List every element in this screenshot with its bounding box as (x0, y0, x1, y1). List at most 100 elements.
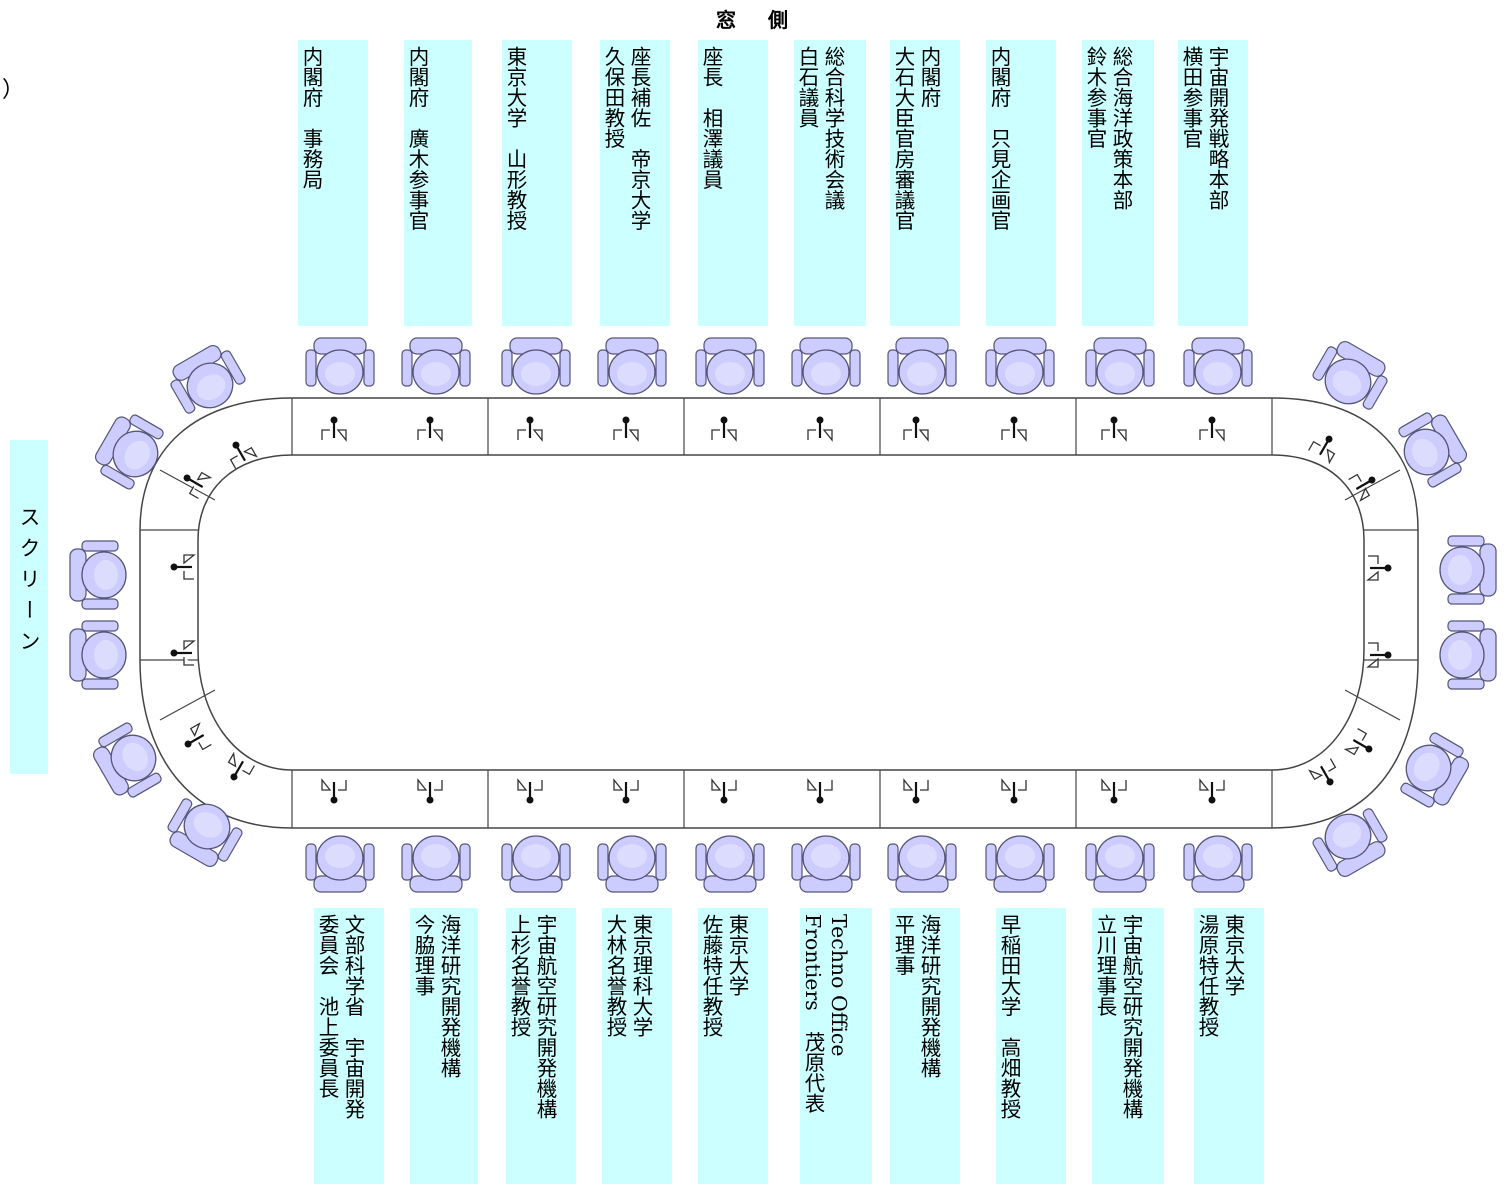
top-panel-text: 座長 相澤議員 (698, 40, 724, 190)
chair-icon (1085, 337, 1155, 395)
bottom-panel-text: 海洋研究開発機構 平理事 (890, 908, 942, 1078)
top-panel-4: 座長補佐 帝京大学 久保田教授 (600, 40, 670, 326)
bottom-panel-9: 宇宙航空研究開発機構 立川理事長 (1092, 908, 1164, 1184)
bottom-panel-text: Techno Office Frontiers 茂原代表 (800, 908, 852, 1113)
top-panel-text: 内閣府 廣木参事官 (404, 40, 430, 231)
bottom-panel-text: 海洋研究開発機構 今脇理事 (410, 908, 462, 1078)
bottom-seat-label-line: 今脇理事 (411, 914, 435, 996)
microphone-icon (517, 778, 543, 804)
top-seat-label-line: 大石大臣官房審議官 (891, 46, 915, 231)
bottom-seat-label-line: 海洋研究開発機構 (917, 914, 941, 1078)
chair-icon (887, 835, 957, 893)
chair-icon (985, 337, 1055, 395)
microphone-icon (417, 778, 443, 804)
chair-icon (695, 337, 765, 395)
top-seat-label-line: 座長 相澤議員 (699, 46, 723, 190)
bottom-panel-text: 文部科学省 宇宙開発 委員会 池上委員長 (314, 908, 366, 1119)
window-side-label: 窓 側 (716, 8, 794, 32)
bottom-seat-label-line: 宇宙航空研究開発機構 (533, 914, 557, 1119)
bottom-panel-6: Techno Office Frontiers 茂原代表 (800, 908, 872, 1184)
chair-icon (69, 620, 127, 690)
microphone-icon (807, 778, 833, 804)
microphone-icon (1308, 758, 1337, 786)
top-panel-text: 宇宙開発戦略本部 横田参事官 (1178, 40, 1230, 210)
top-panel-3: 東京大学 山形教授 (502, 40, 572, 326)
desk-divider (1344, 689, 1401, 721)
chair-icon (1439, 620, 1497, 690)
chair-icon (1312, 340, 1388, 410)
bottom-seat-label-line: 湯原特任教授 (1195, 914, 1219, 1037)
top-panel-7: 内閣府 大石大臣官房審議官 (890, 40, 960, 326)
microphone-icon (807, 416, 833, 442)
chair-icon (501, 337, 571, 395)
chair-icon (401, 835, 471, 893)
top-seat-label-line: 総合海洋政策本部 (1109, 46, 1133, 210)
chair-icon (69, 540, 127, 610)
top-panel-5: 座長 相澤議員 (698, 40, 768, 326)
bottom-panel-2: 海洋研究開発機構 今脇理事 (410, 908, 478, 1184)
microphone-icon (1366, 642, 1392, 668)
desk-divider (1344, 469, 1401, 501)
bottom-seat-label-line: 委員会 池上委員長 (315, 914, 339, 1099)
microphone-icon (227, 751, 255, 781)
chair-icon (1183, 835, 1253, 893)
microphone-icon (1343, 728, 1373, 756)
microphone-icon (1101, 778, 1127, 804)
top-seat-label-line: 横田参事官 (1179, 46, 1203, 149)
top-panel-text: 内閣府 大石大臣官房審議官 (890, 40, 942, 231)
chair-icon (1085, 835, 1155, 893)
bottom-panel-10: 東京大学 湯原特任教授 (1194, 908, 1264, 1184)
microphone-icon (1348, 473, 1376, 502)
bottom-panel-5: 東京大学 佐藤特任教授 (698, 908, 768, 1184)
microphone-icon (417, 416, 443, 442)
chair-icon (170, 344, 246, 414)
chair-icon (401, 337, 471, 395)
top-panel-1: 内閣府 事務局 (298, 40, 368, 326)
desk-divider (159, 689, 216, 721)
top-seat-label-line: 久保田教授 (601, 46, 625, 149)
top-panel-9: 総合海洋政策本部 鈴木参事官 (1082, 40, 1154, 326)
top-panel-text: 総合海洋政策本部 鈴木参事官 (1082, 40, 1134, 210)
microphone-icon (1199, 778, 1225, 804)
bottom-seat-label-line: 文部科学省 宇宙開発 (341, 914, 365, 1119)
top-panel-10: 宇宙開発戦略本部 横田参事官 (1178, 40, 1248, 326)
top-panel-8: 内閣府 只見企画官 (986, 40, 1056, 326)
microphone-icon (1366, 555, 1392, 581)
top-seat-label-line: 内閣府 (917, 46, 941, 108)
chair-icon (1312, 808, 1388, 878)
top-seat-label-line: 鈴木参事官 (1083, 46, 1107, 149)
chair-icon (501, 835, 571, 893)
screen-label-panel: スクリーン (10, 440, 48, 774)
top-seat-label-line: 内閣府 只見企画官 (987, 46, 1011, 231)
chair-icon (791, 337, 861, 395)
bottom-panel-text: 東京大学 佐藤特任教授 (698, 908, 750, 1037)
bottom-panel-text: 宇宙航空研究開発機構 立川理事長 (1092, 908, 1144, 1119)
bottom-seat-label-line: 東京大学 (725, 914, 749, 996)
chair-icon (92, 722, 162, 798)
microphone-icon (183, 471, 213, 499)
microphone-icon (903, 778, 929, 804)
bottom-seat-label-line: 宇宙航空研究開発機構 (1119, 914, 1143, 1119)
desk-divider (159, 469, 216, 501)
microphone-icon (321, 778, 347, 804)
chair-icon (1400, 732, 1470, 808)
bottom-seat-label-line: 平理事 (891, 914, 915, 976)
bottom-panel-text: 宇宙航空研究開発機構 上杉名誉教授 (506, 908, 558, 1119)
bottom-panel-8: 早稲田大学 高畑教授 (996, 908, 1066, 1184)
microphone-icon (1308, 435, 1336, 465)
bottom-seat-label-line: 立川理事長 (1093, 914, 1117, 1017)
microphone-icon (711, 416, 737, 442)
chair-icon (597, 337, 667, 395)
chair-icon (597, 835, 667, 893)
microphone-icon (613, 416, 639, 442)
chair-icon (1439, 535, 1497, 605)
bottom-panel-1: 文部科学省 宇宙開発 委員会 池上委員長 (314, 908, 384, 1184)
top-panel-2: 内閣府 廣木参事官 (404, 40, 472, 326)
bottom-seat-label-line: 大林名誉教授 (603, 914, 627, 1037)
bottom-seat-label-line: 東京理科大学 (629, 914, 653, 1037)
bottom-seat-label-line: Frontiers 茂原代表 (801, 914, 825, 1114)
bottom-panel-7: 海洋研究開発機構 平理事 (890, 908, 960, 1184)
chair-icon (305, 835, 375, 893)
microphone-icon (170, 640, 196, 666)
closing-parenthesis: ） (2, 78, 25, 103)
